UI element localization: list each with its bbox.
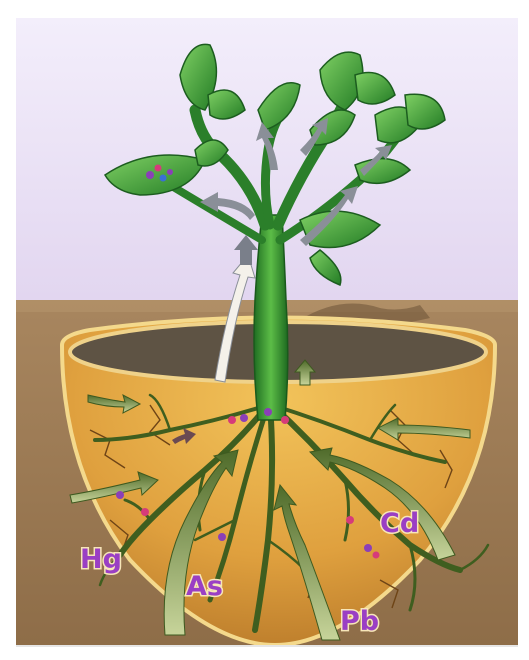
particle (160, 175, 167, 182)
particle (116, 491, 124, 499)
label-as: As (186, 571, 223, 602)
label-pb: Pb (340, 606, 379, 637)
particle (146, 171, 154, 179)
particle (240, 414, 248, 422)
label-hg: Hg (80, 544, 122, 575)
frame-bottom (16, 645, 518, 647)
particle (228, 416, 236, 424)
particle (373, 552, 380, 559)
stem (254, 215, 288, 420)
particle (218, 533, 226, 541)
particle (141, 508, 149, 516)
particle (264, 408, 272, 416)
particle (346, 516, 354, 524)
label-cd: Cd (380, 508, 419, 539)
particle (167, 169, 173, 175)
particle (364, 544, 372, 552)
particle (155, 165, 162, 172)
particle (281, 416, 289, 424)
